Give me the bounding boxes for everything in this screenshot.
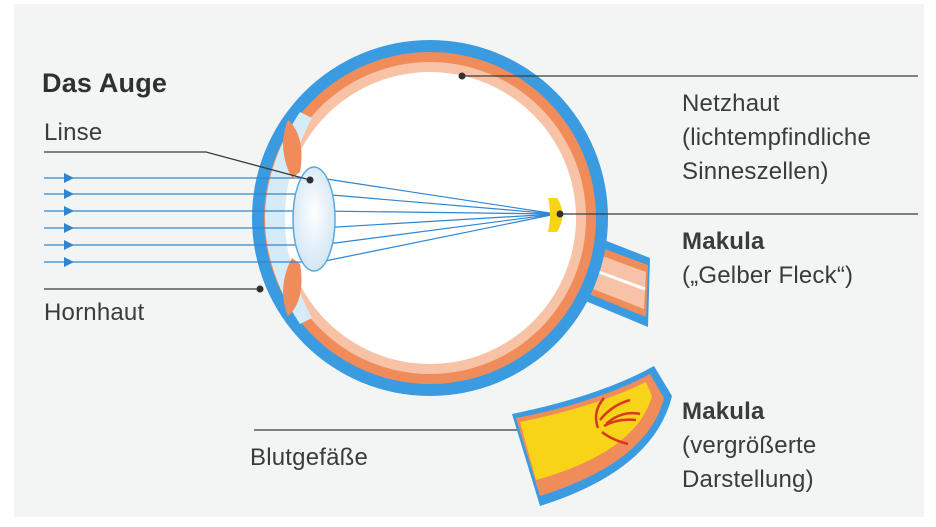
- label-makula-detail-desc-2: Darstellung): [682, 464, 814, 495]
- label-netzhaut-desc-2: Sinneszellen): [682, 156, 829, 187]
- macula-magnified: [512, 366, 672, 506]
- lens: [293, 167, 335, 271]
- label-makula-detail-desc-1: (vergrößerte: [682, 430, 816, 461]
- page-title: Das Auge: [42, 68, 167, 99]
- label-netzhaut: Netzhaut: [682, 88, 780, 119]
- ray-arrowheads: [64, 173, 74, 267]
- label-makula-desc: („Gelber Fleck“): [682, 260, 853, 291]
- label-blutgefaesse: Blutgefäße: [250, 442, 368, 473]
- label-makula: Makula: [682, 226, 765, 257]
- label-hornhaut: Hornhaut: [44, 297, 144, 328]
- label-linse: Linse: [44, 117, 102, 148]
- label-netzhaut-desc-1: (lichtempfindliche: [682, 122, 871, 153]
- label-makula-detail: Makula: [682, 396, 765, 427]
